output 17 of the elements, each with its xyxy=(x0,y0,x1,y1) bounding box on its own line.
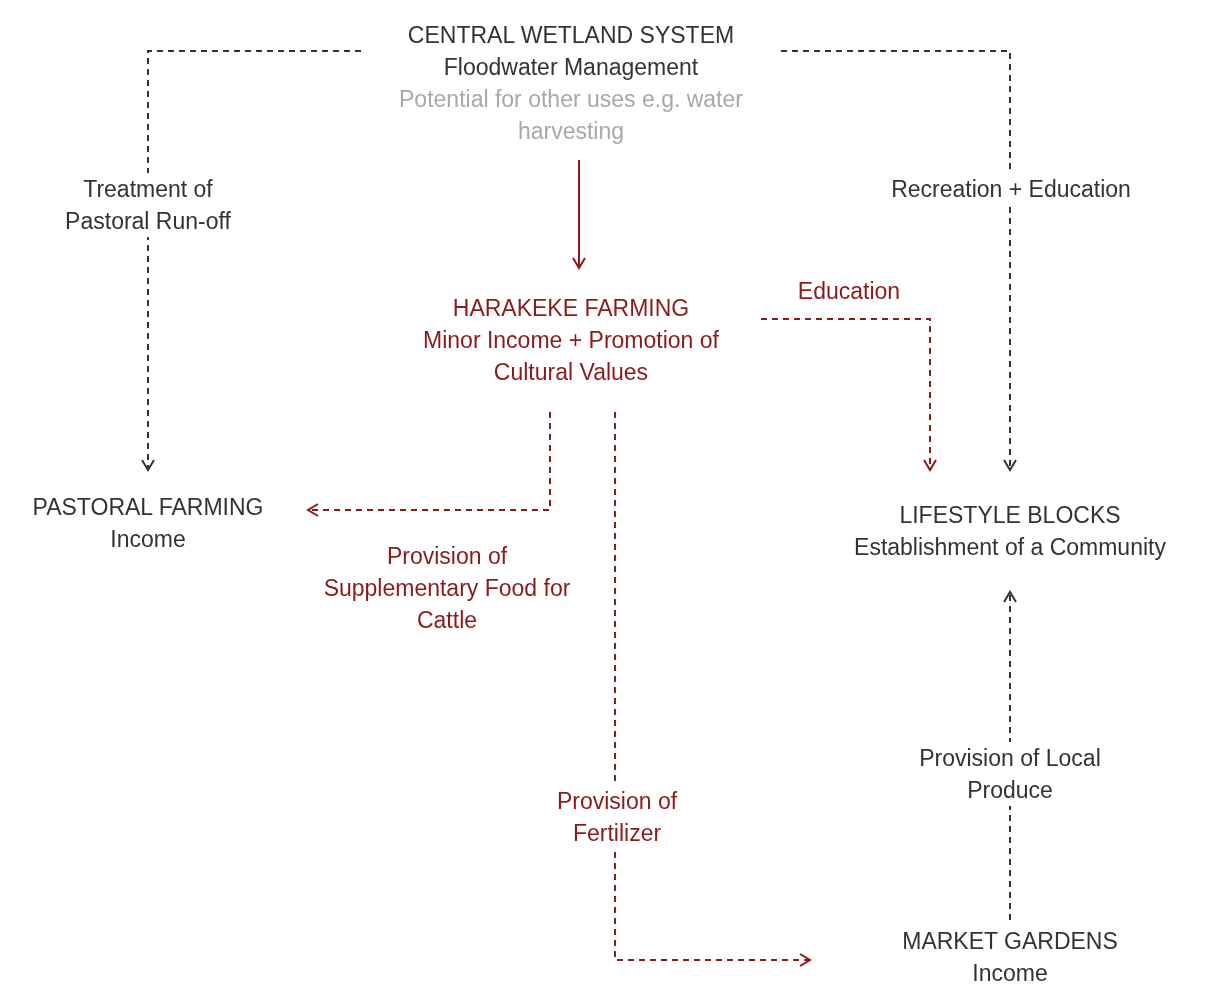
arrow xyxy=(780,50,1017,471)
arrow xyxy=(307,411,551,517)
arrow xyxy=(614,411,811,967)
arrow xyxy=(141,50,362,471)
node-title: MARKET GARDENS xyxy=(902,927,1118,956)
arrow xyxy=(760,318,937,471)
node-title: CENTRAL WETLAND SYSTEM xyxy=(407,20,735,50)
node-title: HARAKEKE FARMING xyxy=(452,294,690,323)
node-title: PASTORAL FARMING xyxy=(32,493,264,522)
node-subtitle: Establishment of a Community xyxy=(854,533,1166,562)
node-title: LIFESTYLE BLOCKS xyxy=(899,501,1121,530)
node-subtitle: Minor Income + Promotion of Cultural Values xyxy=(422,326,720,387)
node-note: Potential for other uses e.g. water harvesting xyxy=(398,84,744,146)
node-subtitle: Income xyxy=(110,525,186,554)
node-subtitle: Floodwater Management xyxy=(443,52,699,82)
node-subtitle: Income xyxy=(972,959,1048,988)
arrow xyxy=(572,159,586,269)
